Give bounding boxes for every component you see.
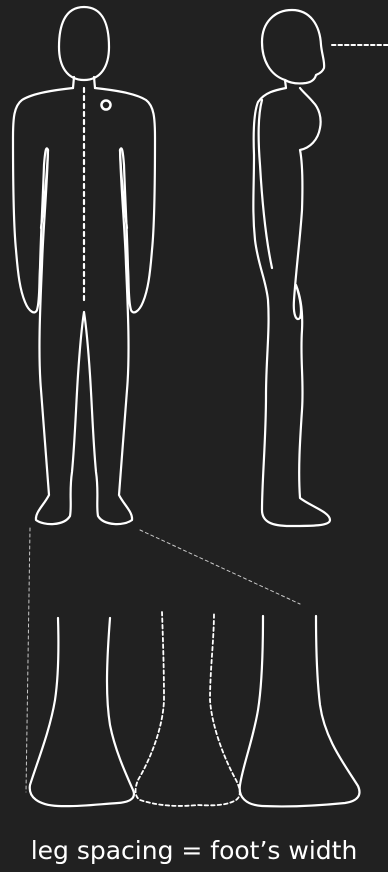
side-arm-line <box>259 100 272 268</box>
zoom-guide-right <box>140 530 300 604</box>
left-foot <box>30 618 134 806</box>
right-foot-outline <box>240 616 360 806</box>
left-foot-outline <box>30 618 134 806</box>
front-chest-logo-icon <box>102 101 111 110</box>
right-foot <box>240 616 360 806</box>
front-head <box>59 7 109 80</box>
side-body-contour <box>253 80 330 526</box>
spacing-foot-dashed <box>136 612 240 806</box>
spacing-foot-outline <box>136 612 240 806</box>
side-head <box>262 10 324 83</box>
front-body-outline <box>13 7 155 524</box>
side-body-outline <box>253 10 330 526</box>
feet-detail <box>30 612 360 806</box>
zoom-guide-left <box>26 528 30 792</box>
caption-text: leg spacing = foot’s width <box>0 836 388 866</box>
